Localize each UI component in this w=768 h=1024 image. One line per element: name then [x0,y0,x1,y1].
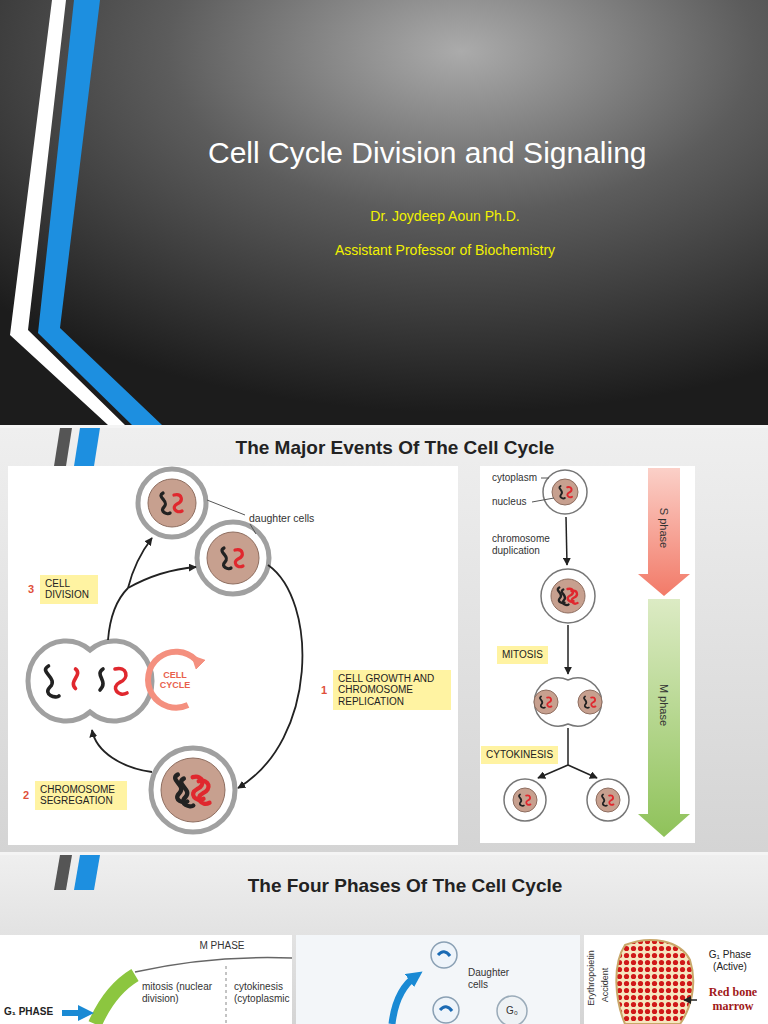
phases-slide [0,855,768,1024]
stage-box: 3CELL DIVISION [40,575,98,604]
daughter-cell [197,522,269,594]
g0-cell [497,996,527,1024]
figure-label: daughter cells [249,512,314,524]
box-text: MITOSIS [502,649,543,661]
figure-label: Daughter cells [468,967,520,990]
stage-box: CYTOKINESIS [481,746,558,764]
division-arrow [392,976,416,1024]
figure-label: M phase [658,684,671,726]
diagram-panel [8,466,458,845]
daughter-cell [138,469,206,537]
box-text: CYTOKINESIS [486,749,553,761]
s-phase-arrow [638,468,690,596]
diagram-panel [480,466,695,843]
figure-label: mitosis (nuclear division) [142,981,214,1004]
leader-line [207,500,245,515]
slide-heading: The Four Phases Of The Cell Cycle [248,875,563,897]
figure-label: CELL CYCLE [155,670,195,691]
title-slide [0,0,768,425]
box-text: CHROMOSOME SEGREGATION [40,784,122,807]
events-slide [0,428,768,852]
figure-label: cytoplasm [492,472,537,484]
leader-line [250,524,256,534]
figure-label: G₁ Phase (Active) [697,949,763,972]
figure-label: S phase [658,508,671,548]
slide-heading: The Major Events Of The Cell Cycle [236,437,555,459]
box-text: CELL GROWTH AND CHROMOSOME REPLICATION [338,673,446,708]
figure-label: Red bone marrow [698,986,768,1014]
blue-stripe [38,0,162,425]
figure-label: chromosome duplication [492,533,554,556]
grey-stripe [54,428,72,466]
diagram-panel [0,935,292,1024]
callout-number: 3 [28,583,34,596]
cycle-arrow [148,652,196,708]
bone-marrow [616,940,693,1024]
cycle-arc [92,730,152,772]
figure-label: nucleus [492,496,526,508]
stage-box: 1CELL GROWTH AND CHROMOSOME REPLICATION [333,670,451,711]
figure-label: M PHASE [199,940,244,952]
figure-label: cytokinesis (cytoplasmic [234,981,290,1004]
callout-number: 2 [23,789,29,802]
figure-label: Accident [600,968,610,1003]
figure-label: Dr. Joydeep Aoun Ph.D. [370,208,519,224]
box-text: CELL DIVISION [45,578,93,601]
m-phase-arrow [638,599,690,837]
figure-label: G₁ PHASE [4,1006,53,1018]
blue-stripe [74,428,100,466]
dividing-cell [28,641,152,721]
slide-title: Cell Cycle Division and Signaling [208,136,647,171]
diagram-panel [584,935,768,1024]
replicated-cell [151,748,235,832]
figure-label: G₀ [506,1005,518,1017]
callout-number: 1 [321,684,327,697]
stage-box: MITOSIS [497,646,548,664]
figure-label: Assistant Professor of Biochemistry [335,242,555,258]
stage-box: 2CHROMOSOME SEGREGATION [35,781,127,810]
diagram-panel [296,935,580,1024]
cycle-arc [238,565,302,788]
figure-label: Erythropoietin [586,950,596,1006]
g1-band [95,975,135,1024]
